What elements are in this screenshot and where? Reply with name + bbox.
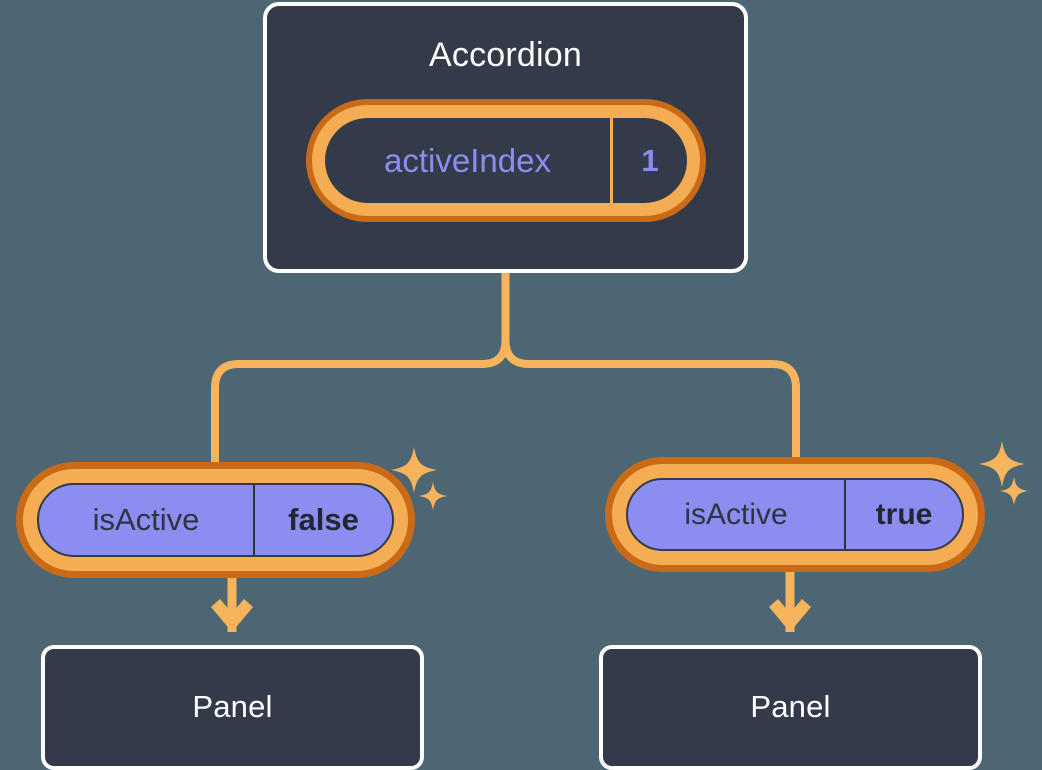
- sparkle-right: [979, 441, 1028, 505]
- capsule-face: isActive true: [626, 478, 964, 551]
- component-node-panel-left[interactable]: Panel: [41, 645, 424, 770]
- arrow-left-panel: [211, 578, 253, 632]
- capsule-inner-ring: isActive true: [612, 464, 978, 565]
- sparkle-large-icon: [979, 441, 1025, 487]
- arrow-right-panel: [769, 572, 811, 632]
- connector-arm-left: [211, 336, 510, 474]
- component-title-panel-right: Panel: [750, 689, 831, 724]
- sparkle-small-icon: [1000, 477, 1028, 505]
- state-value-label: false: [288, 502, 359, 537]
- component-title-panel-left: Panel: [192, 689, 273, 724]
- state-value-label: 1: [641, 142, 659, 178]
- capsule-face: isActive false: [37, 483, 394, 557]
- component-node-panel-right[interactable]: Panel: [599, 645, 982, 770]
- sparkle-small-icon: [419, 482, 447, 510]
- capsule-inner-ring: activeIndex 1: [312, 105, 700, 216]
- state-capsule-isactive-right[interactable]: isActive true: [605, 457, 985, 572]
- state-capsule-isactive-left[interactable]: isActive false: [16, 462, 415, 578]
- state-capsule-activeindex[interactable]: activeIndex 1: [306, 99, 706, 222]
- state-value-label: true: [875, 497, 933, 531]
- capsule-face: activeIndex 1: [325, 118, 687, 203]
- tree-connector: [211, 269, 800, 474]
- component-title-accordion: Accordion: [429, 36, 582, 74]
- state-key-label: isActive: [628, 480, 846, 549]
- connector-arm-right: [501, 336, 800, 474]
- state-key-label: isActive: [39, 485, 255, 555]
- capsule-inner-ring: isActive false: [23, 469, 408, 571]
- state-key-label: activeIndex: [325, 118, 613, 203]
